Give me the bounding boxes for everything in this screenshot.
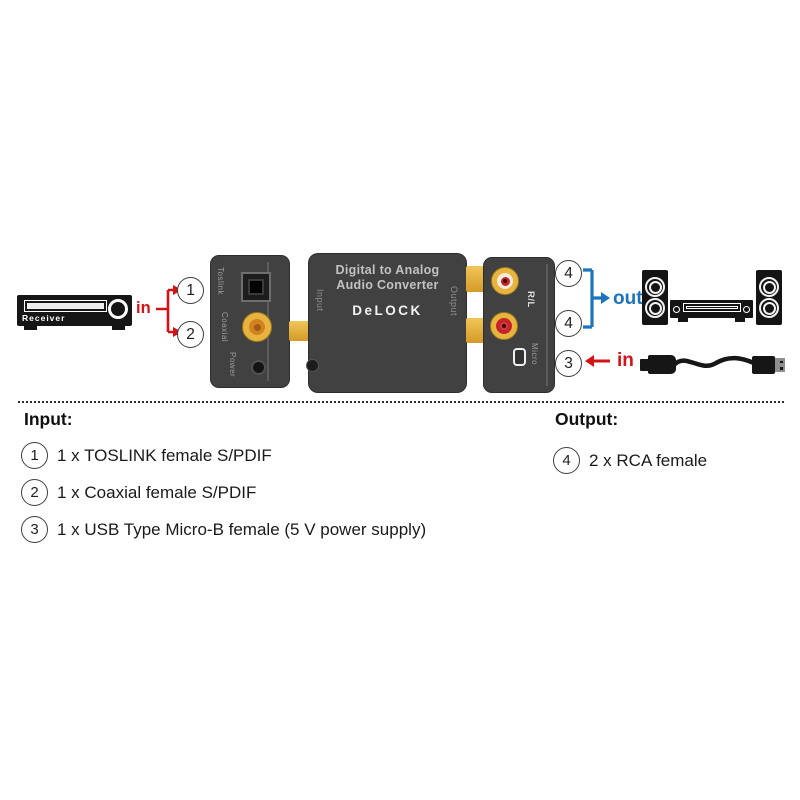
receiver-label: Receiver — [22, 313, 66, 323]
power-led-icon — [306, 359, 319, 372]
rca-stub-bottom-icon — [466, 318, 484, 343]
speaker-driver-inner — [648, 301, 662, 315]
toslink-port-inner — [248, 279, 264, 295]
separator-line — [18, 401, 784, 403]
in-label-right: in — [617, 350, 634, 371]
receiver-device: Receiver — [17, 295, 132, 330]
coaxial-label: Coaxial — [220, 312, 229, 343]
coaxial-port-mid — [249, 319, 265, 335]
speaker-driver-icon — [759, 298, 779, 318]
amplifier-device — [670, 300, 753, 322]
receiver-disc-slot — [24, 300, 107, 312]
converter-input-panel: Toslink Coaxial Power — [210, 255, 290, 388]
legend-text-toslink: 1 x TOSLINK female S/PDIF — [57, 445, 272, 465]
callout-4-top-circle: 4 — [555, 260, 582, 287]
rca-white-center — [500, 276, 510, 286]
converter-output-panel: R/L Micro — [483, 257, 555, 393]
rca-hole — [502, 324, 506, 328]
legend-callout-1: 1 — [21, 442, 48, 469]
power-label: Power — [228, 352, 237, 378]
callout-2-circle: 2 — [177, 321, 204, 348]
converter-title-line2: Audio Converter — [336, 278, 439, 292]
coaxial-port-center — [253, 323, 261, 331]
rca-jack-white-icon — [491, 267, 519, 295]
callout-1-circle: 1 — [177, 277, 204, 304]
rca-hole — [503, 279, 507, 283]
speaker-right — [756, 270, 782, 325]
amplifier-knob-icon — [743, 306, 750, 313]
input-heading: Input: — [24, 409, 73, 429]
amplifier-foot — [735, 318, 745, 322]
micro-usb-plug-body — [648, 355, 676, 374]
micro-usb-port-icon — [513, 348, 526, 366]
in-arrow-icon — [585, 355, 610, 367]
volume-knob-icon — [108, 299, 128, 319]
rca-white-ring — [497, 273, 513, 289]
callout-4-bottom-circle: 4 — [555, 310, 582, 337]
toslink-port-icon — [241, 272, 271, 302]
legend-item-rca: 4 2 x RCA female — [553, 447, 707, 474]
converter-input-side-label: Input — [315, 289, 325, 312]
legend-text-coaxial: 1 x Coaxial female S/PDIF — [57, 482, 257, 502]
output-heading: Output: — [555, 409, 619, 429]
speaker-left — [642, 270, 668, 325]
usb-cable-icon — [672, 355, 756, 368]
usb-a-plug-icon — [752, 356, 775, 374]
power-port-icon — [251, 360, 266, 375]
callout-3-circle: 3 — [555, 350, 582, 377]
speaker-driver-inner — [762, 280, 776, 294]
panel-edge-highlight — [546, 264, 548, 386]
rl-label: R/L — [525, 291, 536, 308]
out-label: out — [613, 288, 643, 309]
usb-a-hole — [780, 367, 783, 370]
rca-red-ring — [496, 318, 512, 334]
amplifier-slot-inner — [686, 306, 738, 309]
coaxial-port-icon — [242, 312, 272, 342]
rca-jack-red-icon — [490, 312, 518, 340]
out-bracket-arrow-icon — [583, 268, 610, 329]
toslink-label: Toslink — [216, 267, 225, 295]
micro-label: Micro — [530, 343, 539, 366]
converter-title-line1: Digital to Analog — [335, 263, 440, 277]
speaker-driver-icon — [759, 277, 779, 297]
legend-item-coaxial: 2 1 x Coaxial female S/PDIF — [21, 479, 256, 506]
usb-a-metal-tip — [775, 358, 785, 372]
micro-usb-plug-icon — [640, 359, 649, 371]
speaker-driver-inner — [762, 301, 776, 315]
usb-a-hole — [780, 360, 783, 363]
delock-logo: DeLOCK — [352, 303, 423, 318]
legend-callout-3: 3 — [21, 516, 48, 543]
speaker-driver-icon — [645, 298, 665, 318]
legend-item-usb: 3 1 x USB Type Micro-B female (5 V power… — [21, 516, 426, 543]
amplifier-slot — [683, 303, 741, 312]
rca-stub-top-icon — [466, 266, 484, 292]
rca-red-center — [500, 322, 508, 330]
legend-callout-4: 4 — [553, 447, 580, 474]
legend-text-rca: 2 x RCA female — [589, 450, 708, 470]
legend-callout-2: 2 — [21, 479, 48, 506]
receiver-foot — [24, 326, 37, 330]
converter-box: Digital to Analog Audio Converter Input … — [306, 253, 467, 393]
converter-output-side-label: Output — [449, 286, 459, 317]
coaxial-stub-icon — [289, 321, 309, 341]
amplifier-knob-icon — [673, 306, 680, 313]
legend-item-toslink: 1 1 x TOSLINK female S/PDIF — [21, 442, 272, 469]
receiver-foot — [112, 326, 125, 330]
speaker-driver-icon — [645, 277, 665, 297]
speaker-driver-inner — [648, 280, 662, 294]
in-label-left: in — [136, 299, 151, 317]
amplifier-foot — [678, 318, 688, 322]
legend-text-usb: 1 x USB Type Micro-B female (5 V power s… — [57, 519, 427, 539]
receiver-disc-slot-inner — [27, 303, 104, 309]
